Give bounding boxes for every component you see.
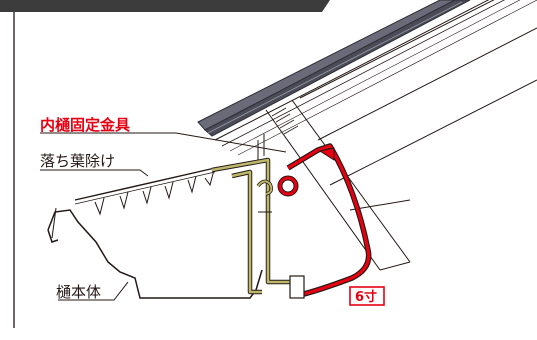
label-gutter-body: 樋本体 xyxy=(56,283,101,301)
leaf-guard xyxy=(74,167,216,216)
leader-lines xyxy=(40,132,287,301)
gutter-fixture-red xyxy=(277,143,372,298)
fascia-board xyxy=(265,0,537,271)
pin-lines xyxy=(257,134,265,160)
gutter-bracket-olive xyxy=(211,157,305,299)
header-block xyxy=(0,0,330,12)
pitch-badge-box xyxy=(349,286,385,306)
pitch-badge-label: 6寸 xyxy=(355,289,377,305)
fascia-hatch xyxy=(271,107,299,135)
label-leaf-guard: 落ち葉除け xyxy=(40,152,115,170)
gutter-body xyxy=(47,207,263,299)
label-fixture: 内樋固定金具 xyxy=(40,116,130,134)
roof-tiles xyxy=(197,0,537,156)
